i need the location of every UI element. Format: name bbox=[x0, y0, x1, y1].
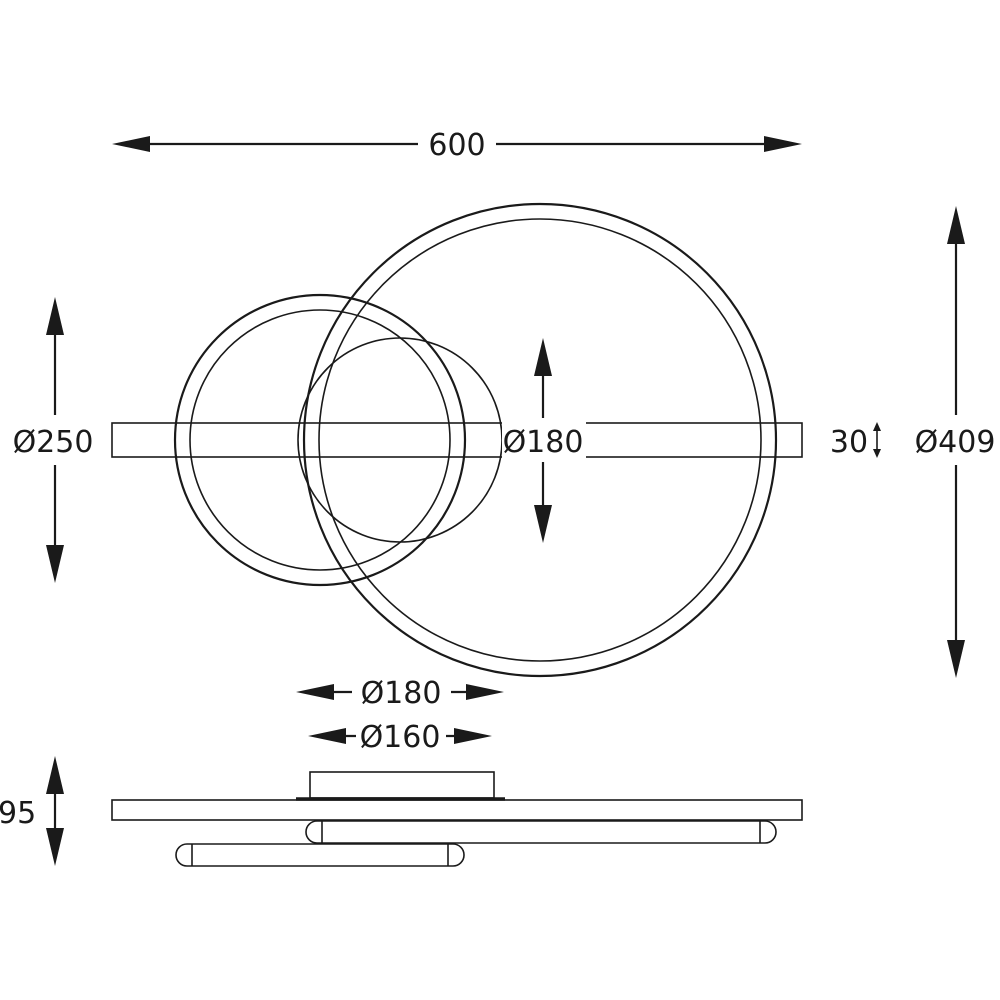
arrow-right bbox=[454, 728, 492, 744]
arrow-down bbox=[46, 545, 64, 583]
arrow-up bbox=[46, 297, 64, 335]
dimension-height-label: 95 bbox=[0, 796, 36, 831]
dimension-small-ring-label: Ø250 bbox=[13, 425, 94, 460]
arrow-down bbox=[46, 828, 64, 866]
dimension-small-ring: Ø250 bbox=[13, 297, 94, 583]
arrow-up bbox=[873, 422, 881, 431]
dimension-bar-thickness-label: 30 bbox=[830, 425, 868, 460]
arrow-left bbox=[296, 684, 334, 700]
dimension-base-top-label: Ø180 bbox=[503, 425, 584, 460]
dimension-inner-side-label: Ø160 bbox=[360, 720, 441, 755]
arrow-down bbox=[534, 505, 552, 543]
arrow-up bbox=[46, 756, 64, 794]
arrow-right bbox=[466, 684, 504, 700]
dimension-base-side: Ø180 bbox=[296, 676, 504, 711]
side-view bbox=[111, 771, 803, 867]
dimension-height: 95 bbox=[0, 756, 64, 866]
arrow-left bbox=[308, 728, 346, 744]
arrow-left bbox=[112, 136, 150, 152]
dimension-width-label: 600 bbox=[428, 128, 485, 163]
large-ring-inner bbox=[318, 218, 762, 662]
small-ring-outer bbox=[173, 293, 467, 587]
dimension-base-top: Ø180 bbox=[502, 338, 586, 543]
arrow-up bbox=[947, 206, 965, 244]
dimension-base-side-label: Ø180 bbox=[361, 676, 442, 711]
side-bar bbox=[111, 799, 803, 821]
central-base-disc bbox=[297, 337, 503, 543]
arrow-down bbox=[947, 640, 965, 678]
large-ring-profile bbox=[305, 820, 777, 844]
small-ring-profile bbox=[175, 843, 465, 867]
dimension-large-ring: Ø409 bbox=[915, 206, 996, 678]
arrow-down bbox=[873, 449, 881, 458]
dimension-large-ring-label: Ø409 bbox=[915, 425, 996, 460]
canopy-base bbox=[309, 771, 495, 799]
arrow-up bbox=[534, 338, 552, 376]
small-ring-inner bbox=[189, 309, 451, 571]
top-view bbox=[111, 202, 803, 678]
arrow-right bbox=[764, 136, 802, 152]
horizontal-bar bbox=[111, 422, 803, 458]
large-ring-outer bbox=[302, 202, 778, 678]
dimension-bar-thickness: 30 bbox=[830, 422, 881, 460]
dimension-inner-side: Ø160 bbox=[308, 720, 492, 755]
dimension-width: 600 bbox=[112, 128, 802, 163]
